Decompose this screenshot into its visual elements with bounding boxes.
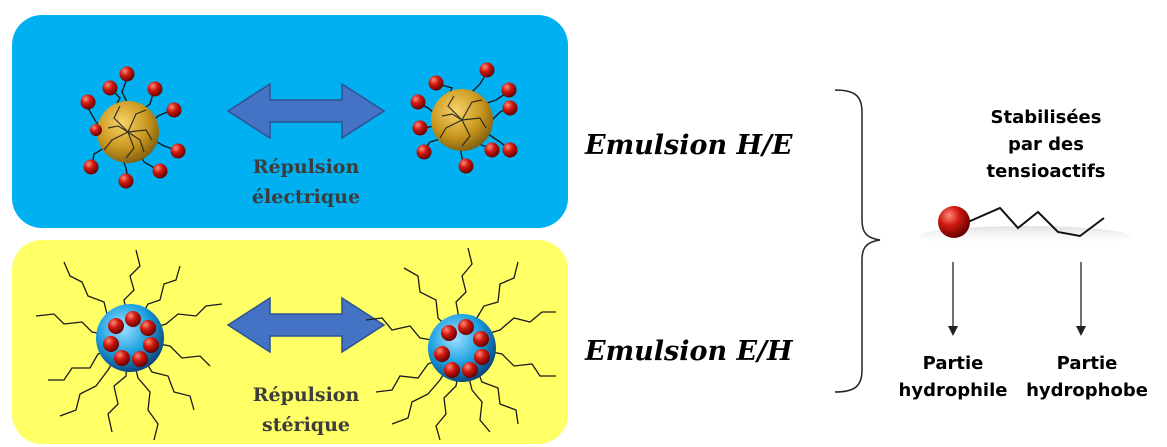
hydrophobe-arrow — [1076, 262, 1086, 336]
water-droplet-left — [35, 249, 223, 441]
hydrophilic-line1: Partie — [922, 353, 984, 374]
surfactant-title-line2: par des — [1008, 134, 1084, 155]
surfactant-molecule — [920, 206, 1130, 246]
double-arrow-electric — [226, 82, 386, 140]
electric-repulsion-line1: Répulsion — [252, 156, 360, 178]
surfactant-title: Stabilisées par des tensioactifs — [966, 104, 1126, 185]
hydrophilic-line2: hydrophile — [898, 380, 1008, 401]
surfactant-title-line3: tensioactifs — [986, 161, 1106, 182]
oil-droplet-left — [80, 66, 186, 189]
hydrophobic-line2: hydrophobe — [1026, 380, 1148, 401]
emulsion-water-in-oil-label: Emulsion E/H — [585, 336, 793, 367]
water-droplet-right — [365, 247, 556, 441]
hydrophilic-part-label: Partie hydrophile — [878, 350, 1028, 404]
double-arrow-steric — [226, 296, 386, 354]
surfactant-title-line1: Stabilisées — [990, 107, 1102, 128]
steric-repulsion-label: Répulsion stérique — [236, 380, 376, 440]
steric-repulsion-line1: Répulsion — [252, 384, 360, 406]
steric-repulsion-line2: stérique — [262, 414, 350, 436]
electric-repulsion-line2: électrique — [251, 186, 361, 208]
emulsion-oil-in-water-label: Emulsion H/E — [585, 130, 793, 161]
hydrophile-arrow — [948, 262, 958, 336]
hydrophobic-line1: Partie — [1056, 353, 1118, 374]
oil-droplet-right — [410, 62, 518, 174]
curly-brace — [834, 89, 881, 393]
electric-repulsion-label: Répulsion électrique — [236, 152, 376, 212]
hydrophobic-part-label: Partie hydrophobe — [1012, 350, 1162, 404]
